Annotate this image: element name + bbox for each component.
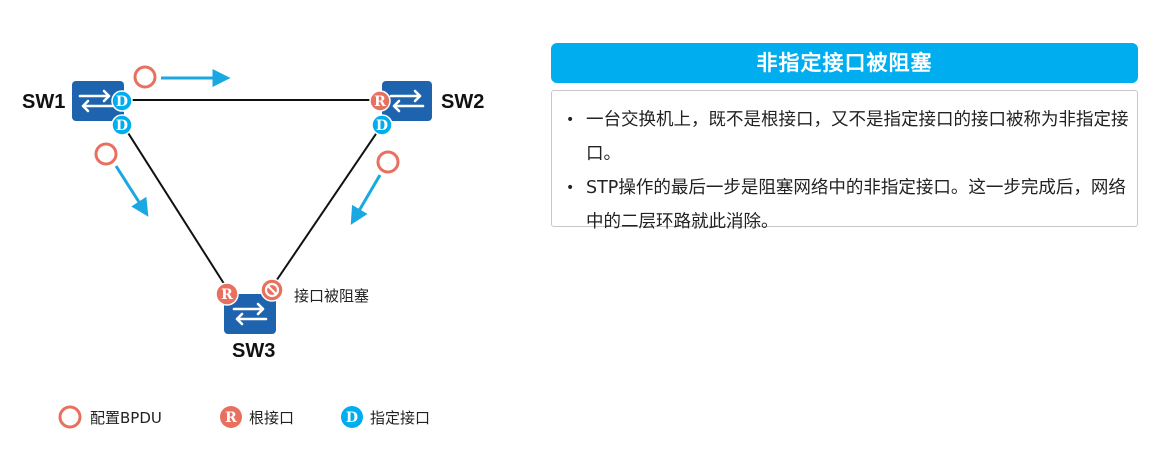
switch-sw1 [72,81,124,121]
bpdu-circle-icon [133,65,157,89]
designated-port-sw1-to-sw2: D [111,90,133,112]
bullet-text: 一台交换机上，既不是根接口，又不是指定接口的接口被称为非指定接口。 [586,110,1129,164]
designated-port-sw1-to-sw3: D [111,114,133,136]
panel-title: 非指定接口被阻塞 [551,43,1138,83]
designated-port-sw2-to-sw3: D [371,114,393,136]
link-sw1-sw3 [122,124,229,291]
bullet-dot: • [566,180,575,196]
switch-sw3 [224,294,276,334]
bullet-dot: • [566,112,575,128]
bpdu-circle-icon [94,142,118,166]
legend-bpdu-icon [58,405,82,429]
panel-body: • 一台交换机上，既不是根接口，又不是指定接口的接口被称为非指定接口。 • ST… [551,90,1138,232]
svg-text:D: D [376,118,388,134]
root-port-sw2: R [369,90,391,112]
stp-topology-diagram: SW1 SW2 SW3 D D R D R 接口被阻塞 [22,65,484,429]
legend-designated-port-label: 指定接口 [370,409,430,427]
blocked-port-icon [260,278,284,302]
bpdu-circle-icon [376,150,400,174]
bullet-item: • 一台交换机上，既不是根接口，又不是指定接口的接口被称为非指定接口。 [562,103,1129,171]
switch-sw2 [382,81,432,121]
sw2-label: SW2 [441,91,484,113]
svg-text:R: R [225,410,237,426]
svg-text:R: R [221,287,233,303]
legend-bpdu-label: 配置BPDU [90,409,162,427]
svg-text:R: R [374,94,386,110]
bullet-text: STP操作的最后一步是阻塞网络中的非指定接口。这一步完成后，网络中的二层环路就此… [586,178,1126,232]
legend-root-port-icon: R [220,406,242,428]
root-port-sw3: R [215,282,239,306]
sw1-label: SW1 [22,91,65,113]
svg-text:D: D [346,410,358,426]
bullet-item: • STP操作的最后一步是阻塞网络中的非指定接口。这一步完成后，网络中的二层环路… [562,171,1129,239]
sw3-label: SW3 [232,340,275,362]
legend-designated-port-icon: D [341,406,363,428]
link-sw2-sw3 [269,124,383,291]
bpdu-arrow-icon [114,165,149,217]
explanation-panel: 非指定接口被阻塞 • 一台交换机上，既不是根接口，又不是指定接口的接口被称为非指… [551,43,1138,232]
legend: 配置BPDU R 根接口 D 指定接口 [58,405,430,429]
legend-root-port-label: 根接口 [249,409,294,427]
bpdu-arrow-icon [350,174,382,225]
blocked-port-label: 接口被阻塞 [294,287,369,305]
svg-text:D: D [116,94,128,110]
svg-text:D: D [116,118,128,134]
